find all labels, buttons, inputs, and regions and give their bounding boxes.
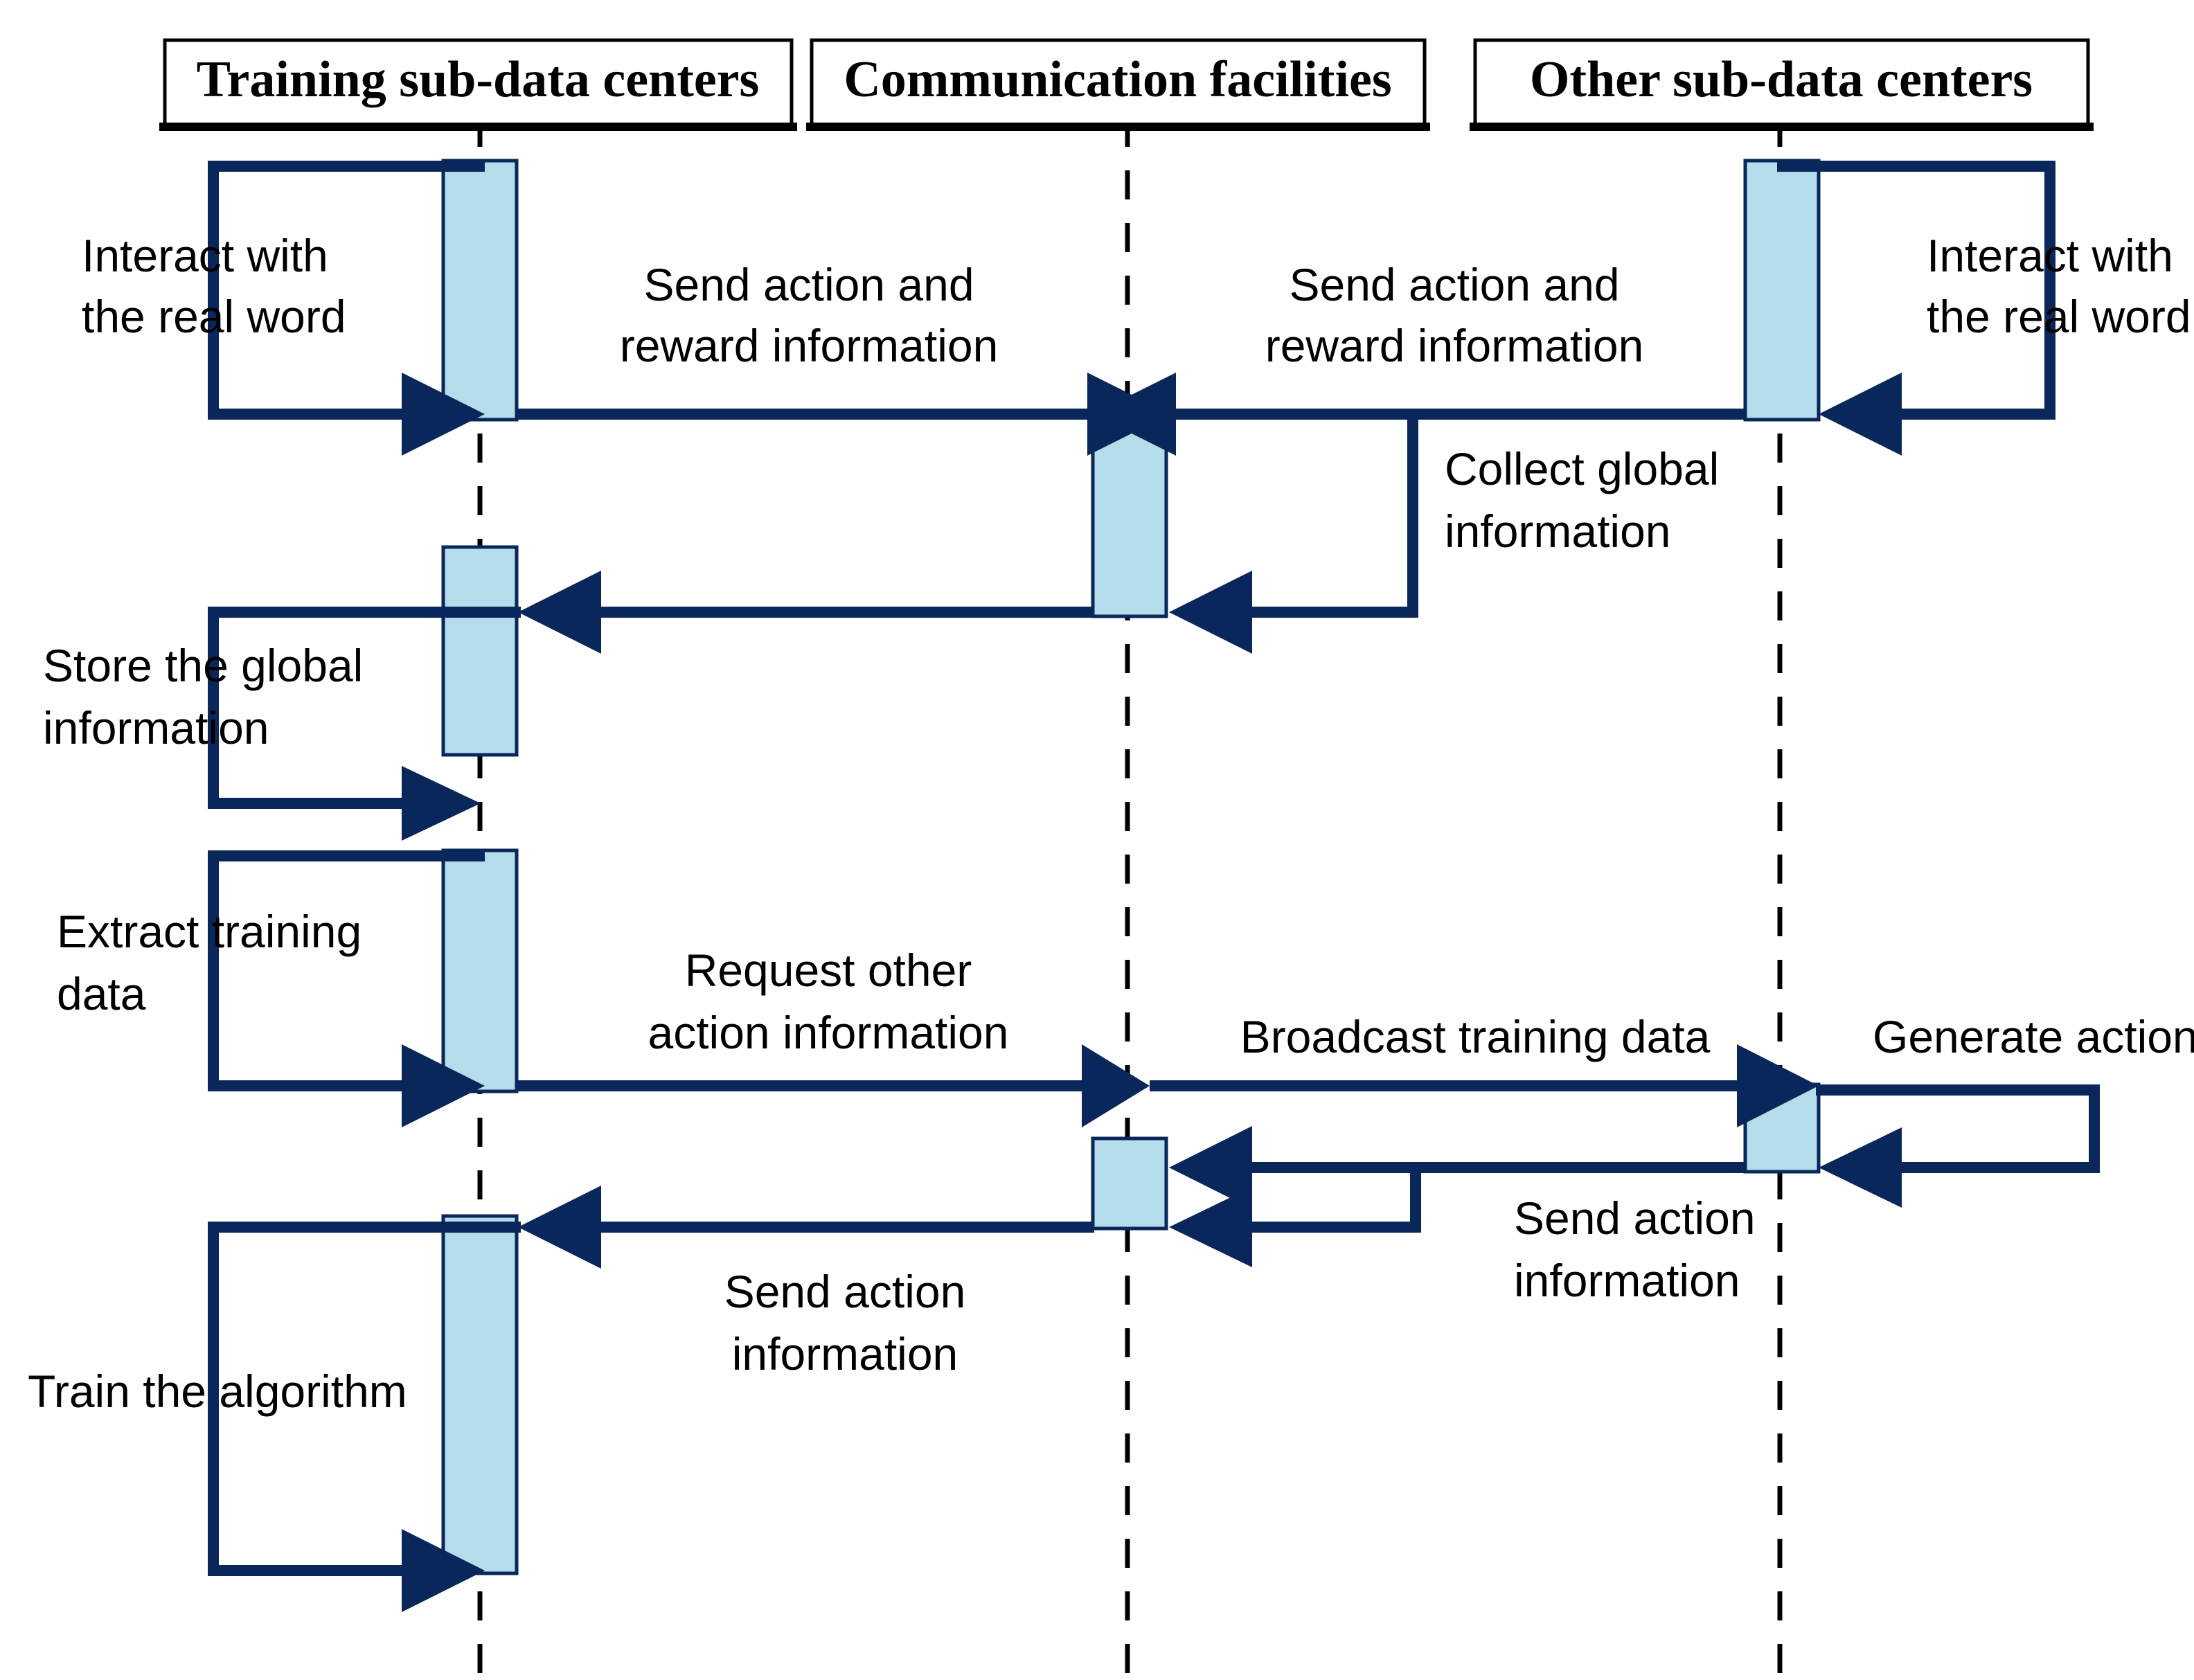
- message-label-request-line2: action information: [648, 1007, 1009, 1058]
- participant-label-other: Other sub-data centers: [1530, 51, 2033, 108]
- message-store-global-delivery[interactable]: [518, 571, 1094, 654]
- message-label-broadcast: Broadcast training data: [1240, 1011, 1711, 1062]
- activation-training-3: [441, 848, 519, 1093]
- participant-label-training: Training sub-data centers: [197, 51, 760, 108]
- message-send-reward-right[interactable]: [515, 373, 1170, 456]
- message-label-send-reward-left-line1: Send action and: [1289, 259, 1619, 310]
- message-label-send-action-left-line1: Send action: [724, 1266, 966, 1317]
- message-label-interact-left-line1: Interact with: [82, 230, 328, 281]
- message-train-the-algorithm[interactable]: [208, 1222, 521, 1612]
- activation-training-4: [441, 1214, 519, 1575]
- message-label-send-reward-right-line1: Send action and: [643, 259, 974, 310]
- message-label-send-action-left-line2: information: [732, 1328, 958, 1379]
- message-broadcast-training-data[interactable]: [1150, 1044, 1819, 1127]
- message-comms-relay-hook[interactable]: [1169, 1169, 1421, 1267]
- message-generate-action[interactable]: [1816, 1084, 2100, 1208]
- message-label-interact-left-line2: the real word: [82, 291, 346, 342]
- message-label-send-reward-left-line2: reward information: [1265, 320, 1644, 371]
- activation-training-2: [441, 545, 519, 757]
- message-label-collect-global-line1: Collect global: [1445, 443, 1719, 494]
- message-label-generate-action: Generate action: [1873, 1011, 2194, 1062]
- message-send-action-right[interactable]: [1169, 1126, 1744, 1209]
- participant-label-comms: Communication facilities: [844, 51, 1391, 108]
- message-label-collect-global-line2: information: [1445, 506, 1671, 557]
- activation-training-1: [441, 159, 519, 422]
- message-interact-left[interactable]: [208, 161, 485, 456]
- activation-comms-2: [1091, 1136, 1168, 1231]
- message-send-reward-left[interactable]: [1093, 373, 1744, 456]
- message-extract-training-data[interactable]: [208, 850, 485, 1127]
- message-label-store-global-line2: information: [43, 702, 269, 753]
- message-send-action-left[interactable]: [518, 1186, 1094, 1269]
- message-label-interact-right-line2: the real word: [1927, 291, 2191, 342]
- message-label-send-action-right-line2: information: [1514, 1255, 1740, 1306]
- message-label-interact-right-line1: Interact with: [1927, 230, 2173, 281]
- message-store-global-selfloop[interactable]: [208, 607, 521, 841]
- message-label-train-algorithm: Train the algorithm: [28, 1366, 407, 1417]
- participant-header-comms[interactable]: Communication facilities: [806, 38, 1430, 131]
- message-label-request-line1: Request other: [685, 945, 972, 996]
- activation-other-1: [1743, 159, 1821, 422]
- message-label-store-global-line1: Store the global: [43, 640, 363, 691]
- message-request-other-action[interactable]: [515, 1044, 1150, 1127]
- message-label-extract-line1: Extract training: [57, 906, 362, 957]
- message-label-extract-line2: data: [57, 968, 146, 1019]
- message-label-send-reward-right-line2: reward information: [620, 320, 999, 371]
- message-collect-global[interactable]: [1169, 415, 1418, 654]
- participant-header-training[interactable]: Training sub-data centers: [159, 38, 797, 131]
- participant-header-other[interactable]: Other sub-data centers: [1470, 38, 2094, 131]
- message-interact-right[interactable]: [1777, 161, 2055, 456]
- message-label-send-action-right-line1: Send action: [1514, 1192, 1756, 1244]
